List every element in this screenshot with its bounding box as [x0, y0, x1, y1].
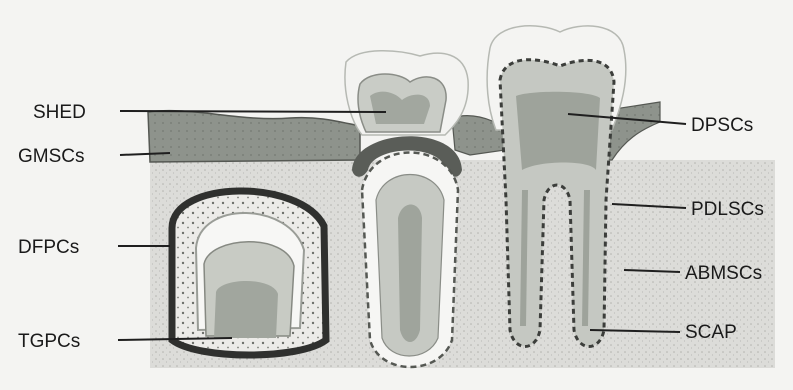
label-tgpcs: TGPCs — [18, 331, 80, 352]
gingiva — [148, 111, 360, 162]
label-shed: SHED — [33, 102, 86, 123]
developing-tooth — [172, 191, 326, 355]
molar-pulp — [516, 92, 600, 170]
label-gmscs: GMSCs — [18, 146, 85, 167]
label-abmscs: ABMSCs — [685, 263, 762, 284]
label-scap: SCAP — [685, 322, 737, 343]
label-dfpcs: DFPCs — [18, 237, 79, 258]
label-pdlscs: PDLSCs — [691, 199, 764, 220]
tooth-germ-pulp — [214, 281, 278, 338]
successor-tooth — [362, 153, 458, 368]
label-dpscs: DPSCs — [691, 115, 753, 136]
leader-shed — [120, 111, 386, 112]
successor-pulp — [398, 205, 422, 343]
